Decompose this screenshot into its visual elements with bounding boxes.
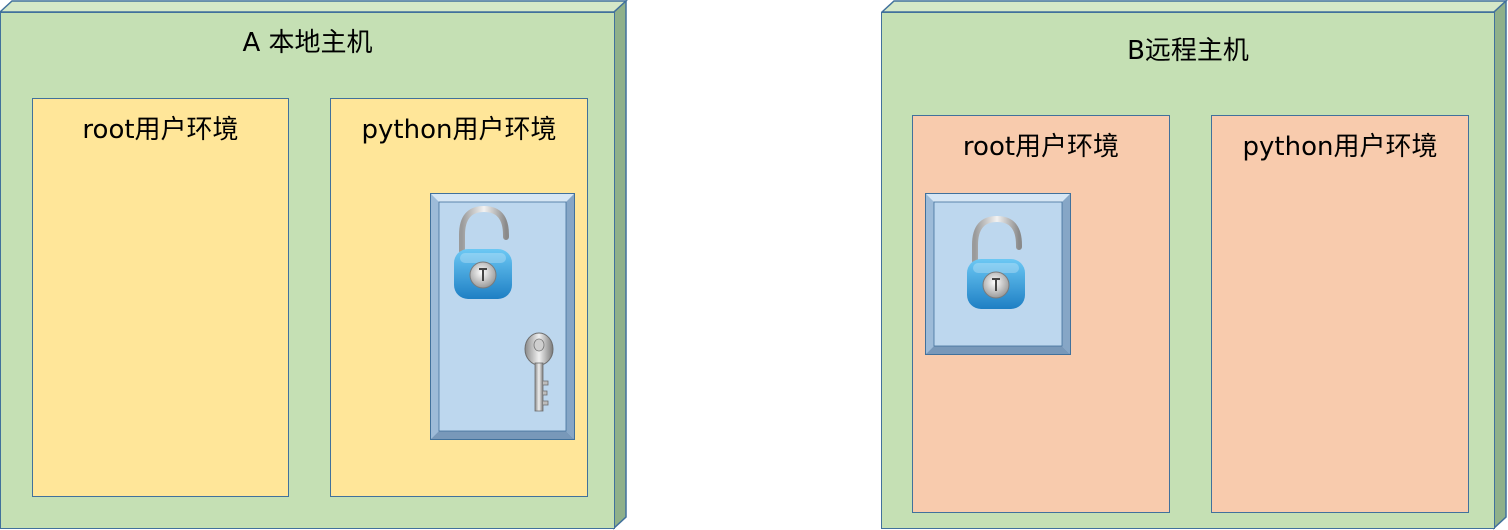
host-b-safe xyxy=(925,193,1071,355)
open-padlock-icon xyxy=(967,215,1025,309)
host-b-root-env-label: root用户环境 xyxy=(962,132,1120,162)
host-a-root-env: root用户环境 xyxy=(32,98,289,497)
key-icon xyxy=(524,332,554,412)
host-a-root-env-label: root用户环境 xyxy=(82,115,239,145)
host-b-title: B远程主机 xyxy=(1127,36,1249,66)
host-b-box: B远程主机 root用户环境 python用户环境 xyxy=(881,0,1508,530)
open-padlock-icon xyxy=(454,205,512,299)
host-b-python-env: python用户环境 xyxy=(1211,115,1469,513)
host-a-box: A 本地主机 root用户环境 python用户环境 xyxy=(0,0,628,530)
host-b-python-env-label: python用户环境 xyxy=(1242,132,1438,162)
host-a-title: A 本地主机 xyxy=(242,28,373,58)
host-a-python-env-label: python用户环境 xyxy=(361,115,557,145)
host-b-3d-edges xyxy=(881,0,1508,530)
safe-frame xyxy=(430,193,575,440)
host-a-safe xyxy=(430,193,575,440)
